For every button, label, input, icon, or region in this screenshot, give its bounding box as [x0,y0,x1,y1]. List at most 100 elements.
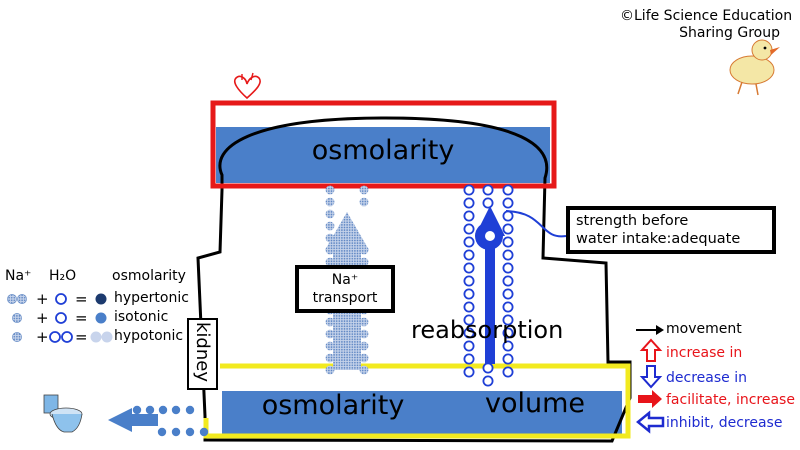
na-particle [325,341,335,351]
kidney-label-box: kidney [187,318,218,390]
na-particle [325,365,335,375]
water-particle [502,249,514,261]
tonicity-legend-symbols [7,293,113,343]
inhibit-arrow-icon [636,410,665,434]
na-transport-box: Na⁺ transport [295,265,395,313]
water-intake-callout: strength before water intake:adequate [566,206,776,254]
water-particle [502,288,514,300]
na-particle [325,197,335,207]
water-symbol [55,293,67,305]
water-particle [463,288,475,300]
na-particle [359,341,369,351]
water-symbol [49,331,61,343]
water-particle [463,210,475,222]
legend-row-3-label: hypotonic [114,328,184,344]
top-osmolarity-label: osmolarity [311,135,455,166]
osmolarity-symbol [95,293,107,305]
increase-arrow-icon [639,338,663,362]
water-particle [502,275,514,287]
water-particle [502,301,514,313]
water-particle [502,184,514,196]
callout-line-1: strength before [576,213,689,229]
na-symbol [12,313,22,323]
excretion-particle [132,405,142,415]
water-particle [502,366,514,378]
water-particle [482,197,494,209]
water-particle [463,353,475,365]
na-particle [325,245,335,255]
water-reabsorption-arrow [475,206,505,364]
water-particle [502,353,514,365]
na-particle [359,257,369,267]
na-particle [325,209,335,219]
legend-head-na: Na⁺ [5,268,32,284]
excretion-particle [199,427,209,437]
water-particle [463,301,475,313]
na-particle [359,329,369,339]
water-particle [482,184,494,196]
facilitate-arrow-icon [638,390,662,408]
movement-arrow-icon [636,325,664,335]
legend-facilitate: facilitate, increase [666,392,795,408]
bottom-compartment-fill [222,391,622,436]
kidney-label: kidney [192,322,213,382]
reabsorption-label: reabsorption [411,316,564,344]
water-symbol [55,312,67,324]
excretion-particle [145,405,155,415]
na-particle [359,197,369,207]
excretion-arrow [108,408,158,432]
water-particle [463,184,475,196]
water-particle [502,327,514,339]
water-particle [463,366,475,378]
water-particle [463,223,475,235]
na-particle [325,317,335,327]
excretion-particles [132,405,209,437]
water-particle [482,375,494,387]
decrease-arrow-icon [639,365,663,389]
legend-head-h2o: H₂O [49,268,77,284]
water-particle [502,314,514,326]
callout-line-2: water intake:adequate [576,231,741,247]
osmolarity-symbol [90,331,102,343]
credit-line-2: Sharing Group [679,25,780,41]
top-compartment-frame [210,100,557,189]
na-particle [359,185,369,195]
bottom-osmolarity-label: osmolarity [261,390,405,421]
na-particle [325,221,335,231]
legend-row-3-eq: = [75,328,88,346]
water-particle [463,340,475,352]
water-particles [463,184,514,387]
legend-decrease: decrease in [666,370,747,386]
na-symbol [7,294,17,304]
credit-line-1: ©Life Science Education [620,8,793,24]
callout-connector [505,210,567,238]
water-particle [502,236,514,248]
excretion-particle [171,427,181,437]
excretion-particle [185,427,195,437]
legend-row-2-eq: = [75,309,88,327]
na-particle [359,365,369,375]
na-symbol [12,332,22,342]
water-particle [463,275,475,287]
na-particle [359,317,369,327]
water-particle [502,223,514,235]
water-particle [463,236,475,248]
na-particle [359,245,369,255]
osmolarity-symbol [95,312,107,324]
water-particle [463,262,475,274]
na-particle [325,257,335,267]
water-particle [502,262,514,274]
water-symbol [61,331,73,343]
na-particle [325,329,335,339]
credit: ©Life Science Education Sharing Group [620,8,793,42]
na-transport-line-2: transport [312,290,378,306]
excretion-particle [157,427,167,437]
legend-row-1-label: hypertonic [114,290,189,306]
water-particle [463,314,475,326]
water-particle [463,327,475,339]
na-particle [359,353,369,363]
na-particle [325,185,335,195]
legend-increase: increase in [666,345,743,361]
